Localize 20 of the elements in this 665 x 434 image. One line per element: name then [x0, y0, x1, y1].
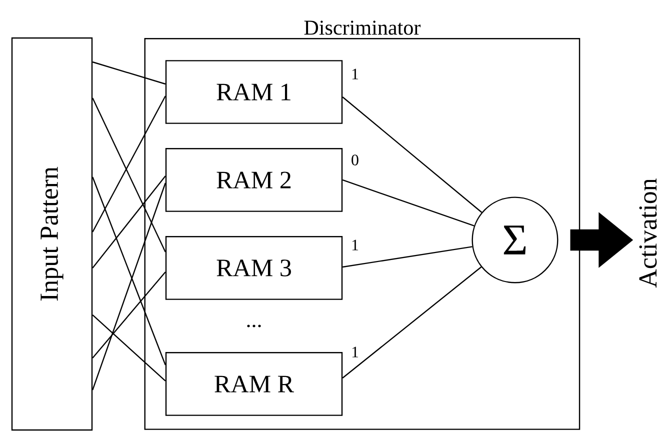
- connector-line: [92, 61, 166, 85]
- edge-label: 1: [352, 346, 358, 358]
- connector-line: [342, 179, 474, 226]
- connector-line: [342, 96, 482, 213]
- connector-line: [92, 314, 166, 382]
- connector-line: [342, 246, 472, 268]
- edge-label: 1: [352, 240, 358, 250]
- node-label: Discriminator: [304, 20, 421, 35]
- connector-line: [92, 176, 166, 268]
- ram-box: RAM 1: [165, 60, 343, 124]
- ellipsis-label: ...: [247, 324, 261, 328]
- ram-box: RAM R: [165, 352, 343, 416]
- connector-line: [342, 266, 482, 378]
- output-label: Activation: [639, 178, 657, 288]
- input-box: Input Pattern: [11, 37, 93, 431]
- connector-line: [92, 272, 166, 358]
- edge-label: 1: [352, 68, 358, 80]
- edge-label: 0: [352, 154, 358, 166]
- ram-box: RAM 3: [165, 236, 343, 300]
- ram-box: RAM 2: [165, 148, 343, 212]
